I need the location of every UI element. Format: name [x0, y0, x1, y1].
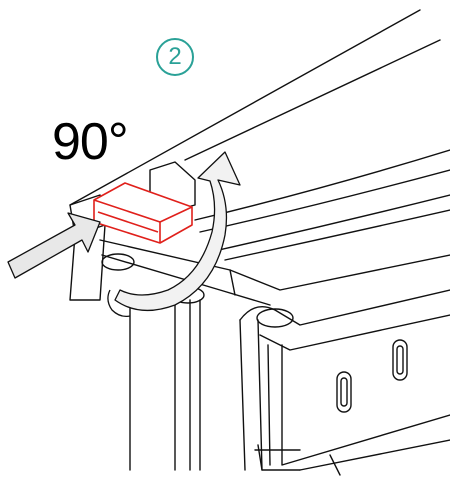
slot-1 — [336, 371, 352, 413]
highlighted-clip — [93, 182, 193, 244]
bracket-outline — [239, 319, 246, 471]
rail-top-edge — [69, 9, 421, 206]
step-number-badge: 2 — [156, 38, 194, 76]
rotation-angle-label: 90° — [52, 113, 129, 171]
cross-bar — [99, 239, 450, 291]
rail-top-inner — [184, 39, 441, 161]
insertion-arrow-icon — [7, 212, 101, 279]
rail-curved-face — [194, 149, 450, 221]
slot-2 — [392, 339, 408, 381]
rotation-arrow-icon — [107, 151, 241, 318]
